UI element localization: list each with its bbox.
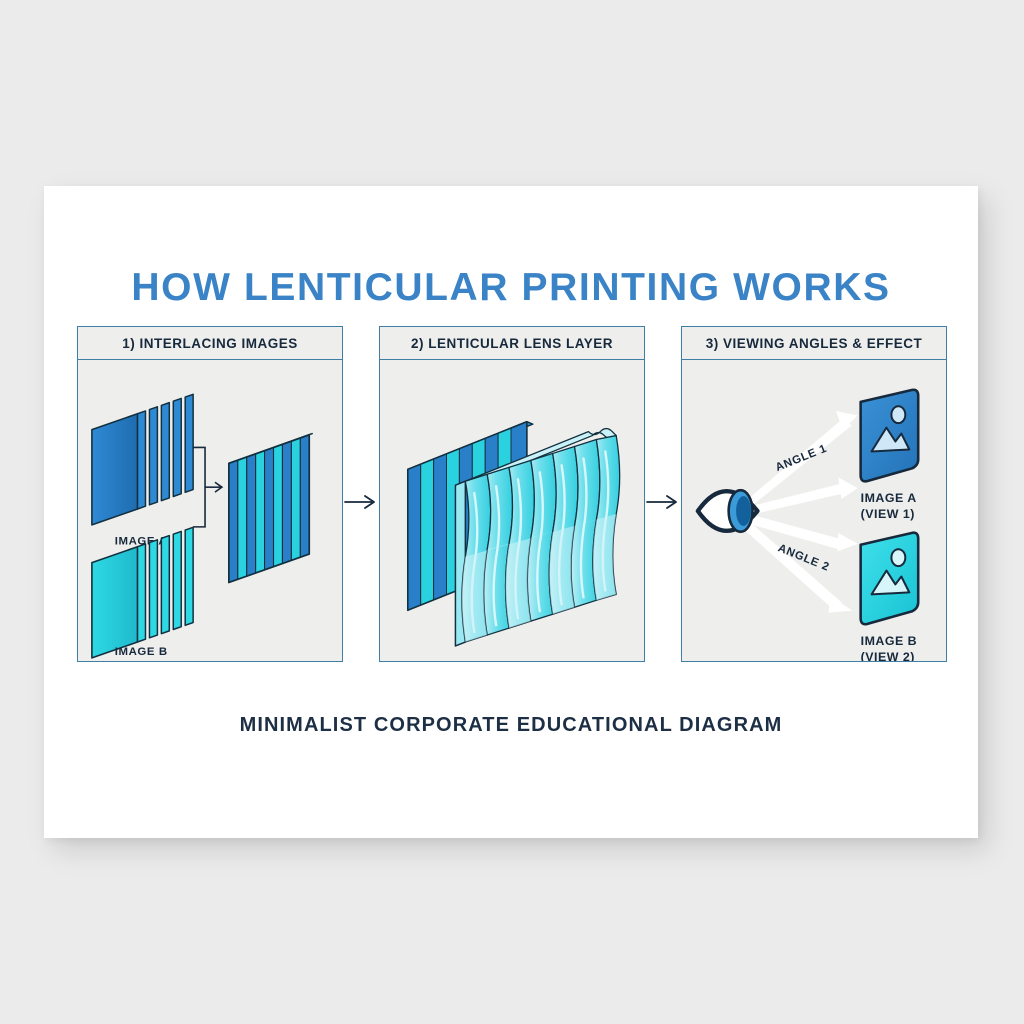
label-image-b: IMAGE B (115, 646, 168, 658)
label-result-b-line2: (VIEW 2) (861, 650, 915, 661)
arrow-right-icon (344, 495, 375, 509)
diagram-caption: MINIMALIST CORPORATE EDUCATIONAL DIAGRAM (239, 714, 783, 736)
label-angle-1: ANGLE 1 (774, 443, 829, 474)
panel-2-body (379, 359, 645, 662)
photo-glyph-a (870, 405, 911, 453)
panel-1-body: IMAGE A IMAGE B (77, 359, 343, 662)
panel-viewing-angles-effect[interactable]: 3) VIEWING ANGLES & EFFECT (681, 326, 947, 662)
panel-interlacing-images[interactable]: 1) INTERLACING IMAGES (77, 326, 343, 662)
eye-icon (695, 488, 760, 534)
page-title: HOW LENTICULAR PRINTING WORKS (131, 266, 891, 309)
panel-2-header: 2) LENTICULAR LENS LAYER (379, 326, 645, 360)
panel-1-header: 1) INTERLACING IMAGES (77, 326, 343, 360)
panel-3-header: 3) VIEWING ANGLES & EFFECT (681, 326, 947, 360)
result-card-image-a (859, 388, 920, 483)
label-result-b-line1: IMAGE B (861, 634, 917, 648)
connector-step-2-to-3 (645, 491, 681, 513)
photo-glyph-b (870, 548, 911, 596)
panel-3-header-label: 3) VIEWING ANGLES & EFFECT (705, 335, 923, 351)
source-sheet-image-b (91, 526, 194, 659)
panel-1-header-label: 1) INTERLACING IMAGES (122, 335, 298, 351)
panel-2-header-label: 2) LENTICULAR LENS LAYER (410, 335, 613, 351)
connector-step-1-to-2 (343, 491, 379, 513)
result-card-image-b (859, 531, 920, 626)
label-result-a-line1: IMAGE A (861, 491, 917, 505)
interlaced-composite-sheet (228, 432, 313, 584)
panel-3-body: ANGLE 1 ANGLE 2 IMAGE A (VIEW 1) (681, 359, 947, 662)
arrow-right-icon (646, 495, 677, 509)
merge-bracket (193, 446, 224, 528)
lenticular-lens-sheet (454, 427, 621, 647)
source-sheet-image-a (91, 393, 194, 526)
label-result-a-line2: (VIEW 1) (861, 507, 915, 521)
poster-card: HOW LENTICULAR PRINTING WORKS 1) INTERLA… (44, 186, 978, 838)
panel-lenticular-lens-layer[interactable]: 2) LENTICULAR LENS LAYER (379, 326, 645, 662)
